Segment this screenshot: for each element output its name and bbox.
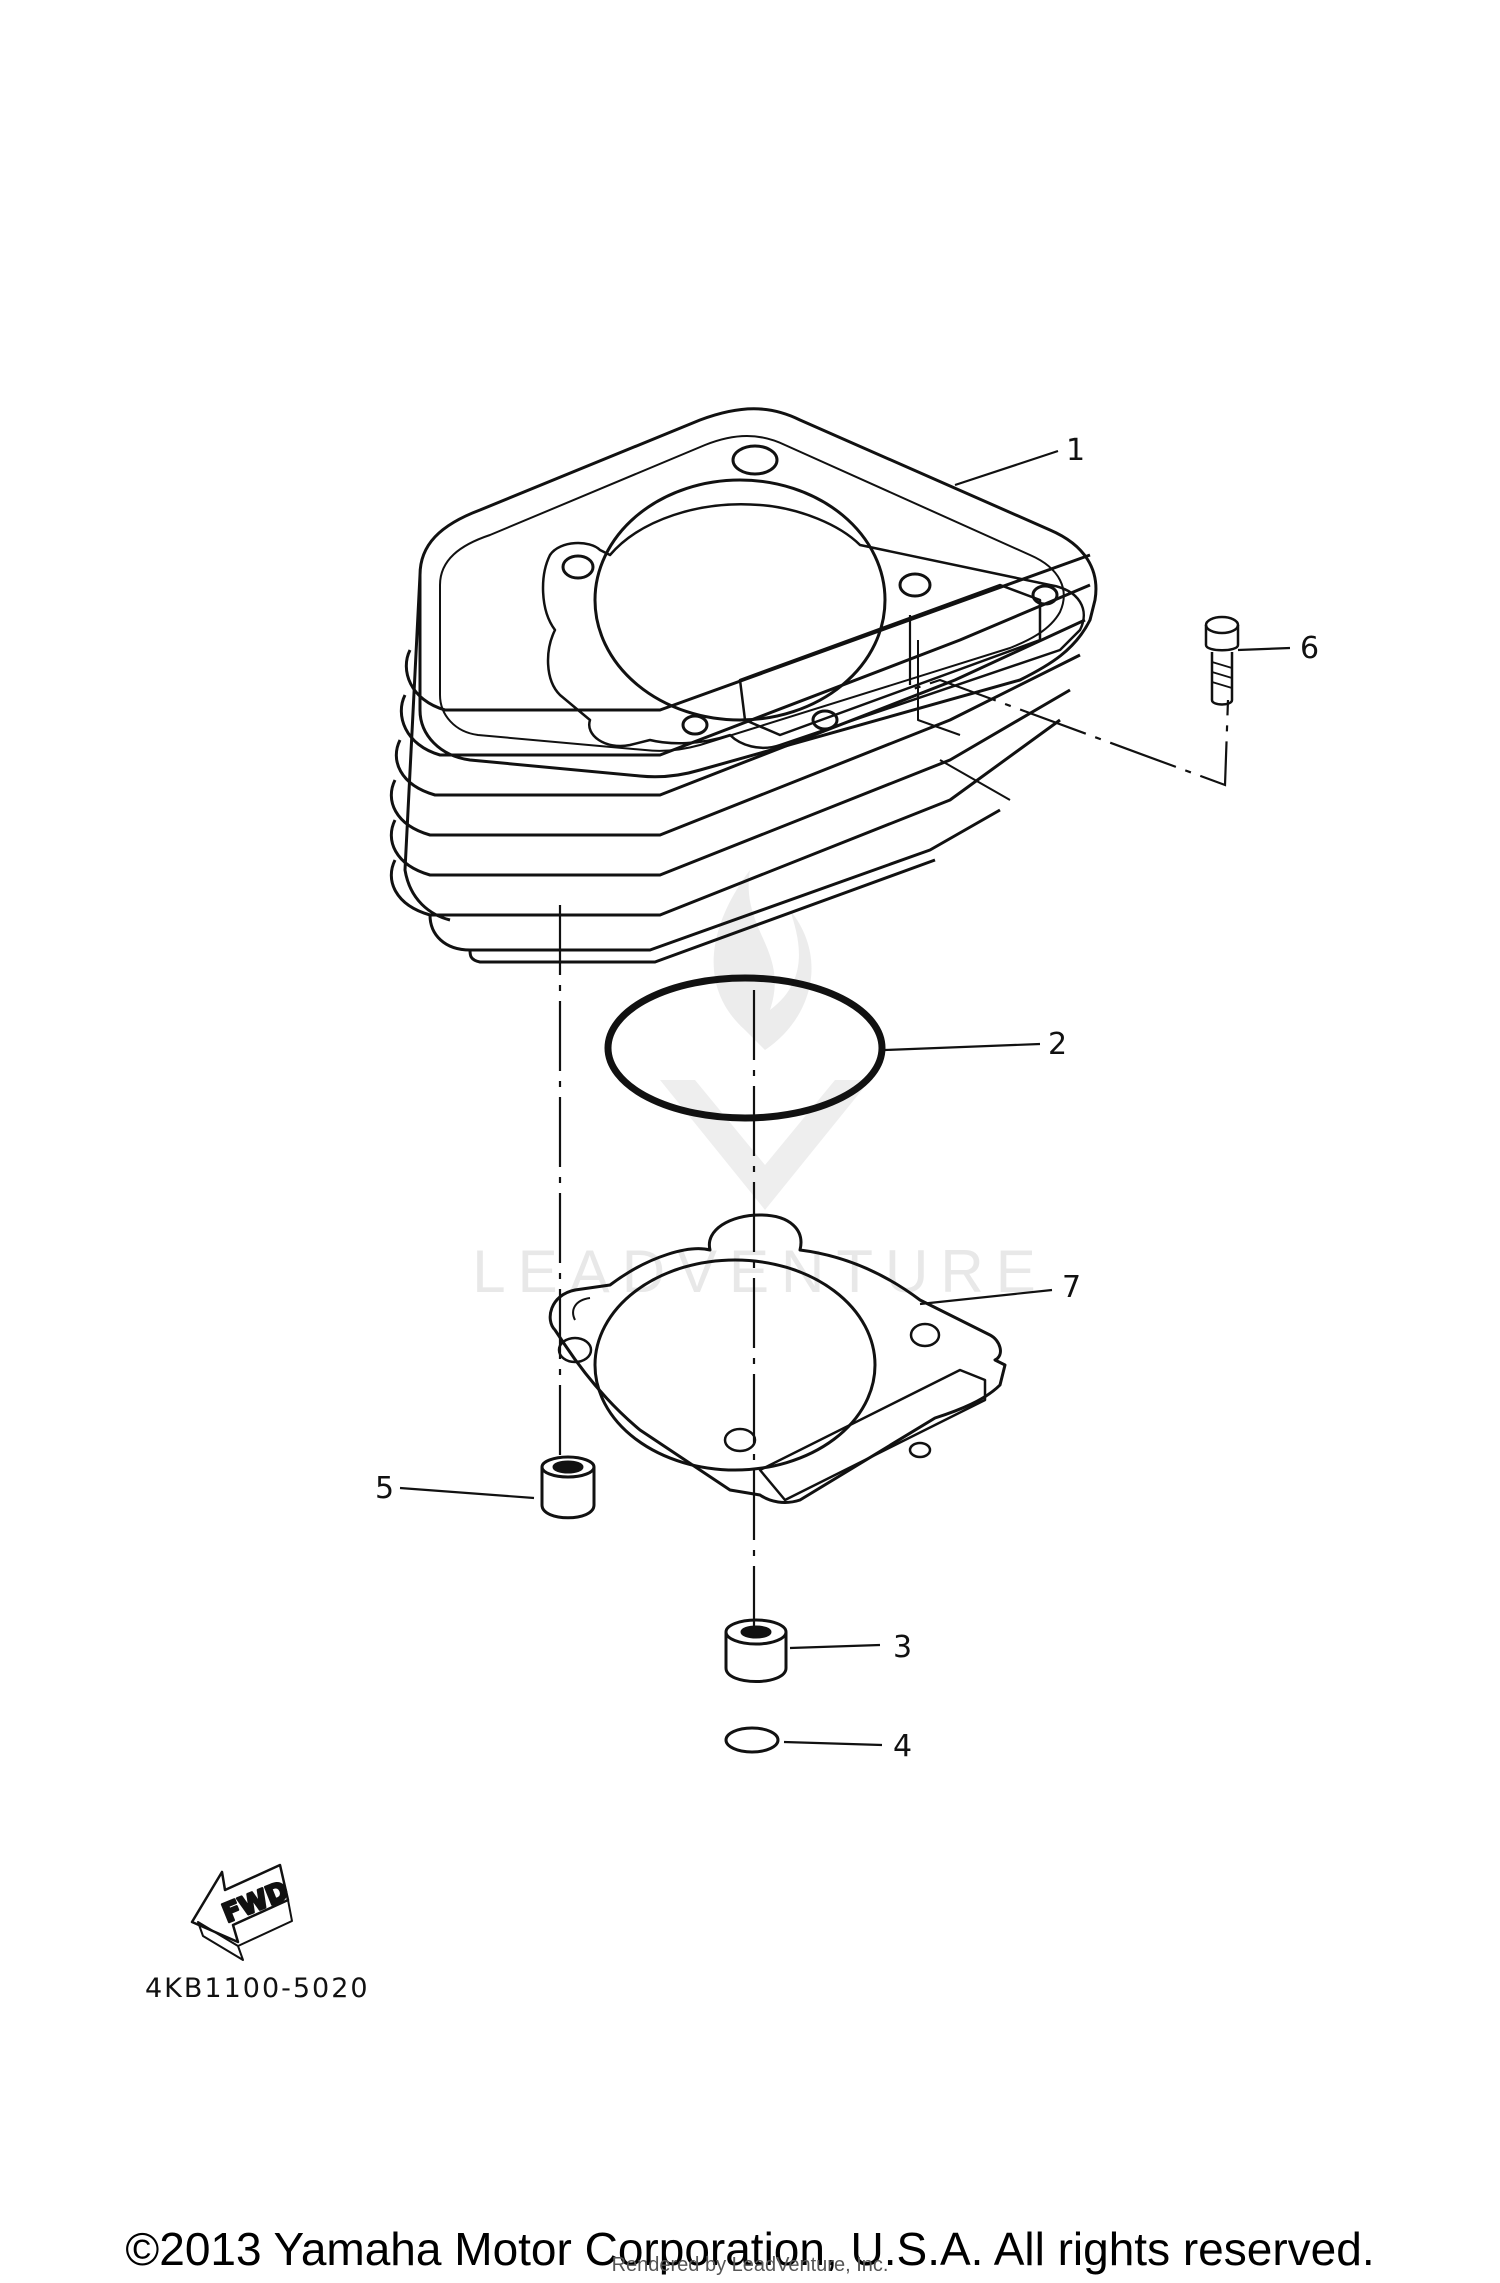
leader-line-3: [789, 1643, 881, 1650]
bolt-hole: [561, 554, 595, 580]
rendered-by-notice: Rendered by LeadVenture, Inc.: [611, 2254, 889, 2276]
bolt-part: [1204, 615, 1240, 706]
bolt-hole: [731, 444, 779, 476]
leader-line-2: [884, 1042, 1041, 1052]
leader-line-7: [919, 1288, 1053, 1306]
cylinder-gasket-part: [548, 1213, 1007, 1504]
leader-line-1: [954, 449, 1059, 487]
bolt-hole: [1031, 584, 1059, 606]
callout-7: 7: [1062, 1270, 1081, 1305]
cylinder-part: [389, 407, 1098, 964]
callout-1: 1: [1066, 433, 1085, 468]
fwd-label: FWD: [218, 1876, 292, 1929]
fwd-arrow-icon: FWD: [190, 1863, 294, 1961]
leader-line-5: [399, 1486, 535, 1500]
o-ring-small-part: [724, 1726, 780, 1754]
leader-lines: [399, 449, 1291, 1747]
watermark-flame-icon: [713, 870, 812, 1050]
watermark-text: LEADVENTURE: [472, 1238, 1047, 1305]
diagram-code: 4KB1100-5020: [145, 1973, 370, 2004]
callout-4: 4: [893, 1729, 912, 1764]
callout-6: 6: [1300, 631, 1319, 666]
leader-line-4: [783, 1740, 883, 1747]
bolt-hole: [681, 714, 709, 736]
callouts: 1 2 3 4 5 6 7: [375, 433, 1319, 1764]
dowel-pin-part-5: [540, 1455, 596, 1520]
copyright-notice: ©2013 Yamaha Motor Corporation, U.S.A. A…: [125, 2223, 1375, 2275]
assembly-axis-bolt: [908, 615, 1230, 787]
watermark-v-icon: [660, 1080, 870, 1210]
leader-line-6: [1237, 646, 1291, 652]
callout-5: 5: [375, 1471, 394, 1506]
watermark: LEADVENTURE: [472, 870, 1047, 1305]
bolt-hole: [898, 572, 932, 598]
callout-3: 3: [893, 1630, 912, 1665]
callout-2: 2: [1048, 1027, 1067, 1062]
dowel-pin-part-3: [724, 1618, 788, 1683]
bolt-hole: [811, 709, 839, 731]
o-ring-part: [604, 974, 886, 1122]
